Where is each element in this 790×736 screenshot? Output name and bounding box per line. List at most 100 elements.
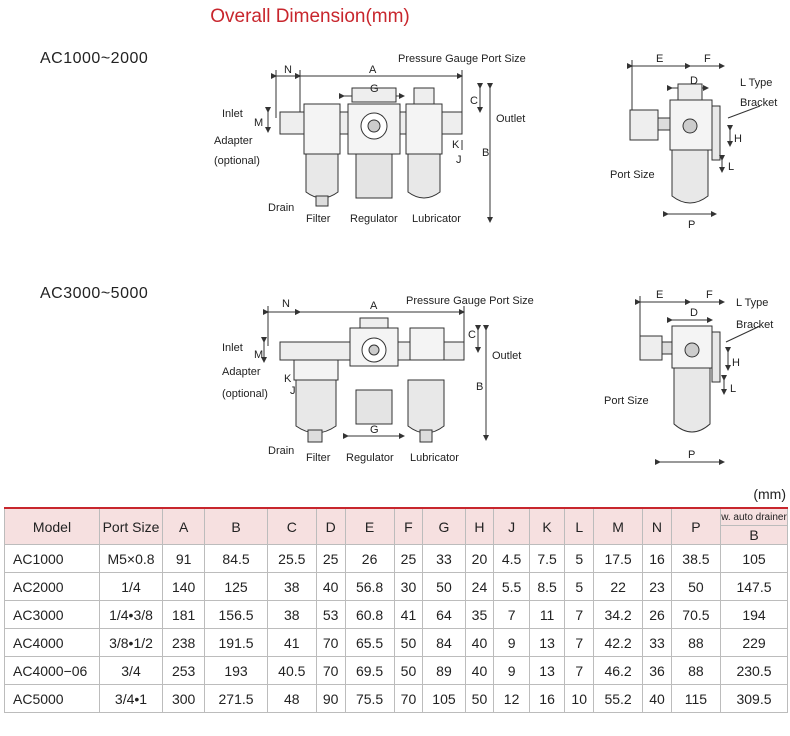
table-cell: 34.2 [593, 600, 644, 629]
table-cell: 48 [266, 684, 317, 713]
table-cell: 193 [204, 656, 268, 685]
col-c: C [266, 507, 317, 545]
dim-e-top: E [656, 53, 663, 65]
table-cell: 90 [315, 684, 346, 713]
dim-m-top: M [254, 117, 263, 129]
table-cell: 46.2 [593, 656, 644, 685]
unit-label: (mm) [753, 486, 786, 502]
table-cell: 40 [642, 684, 672, 713]
table-cell: 50 [670, 572, 722, 601]
dim-c-bottom: C [468, 329, 476, 341]
table-cell: 33 [642, 628, 672, 657]
table-cell: 89 [422, 656, 466, 685]
dim-k-top: K [452, 139, 460, 151]
table-cell: 40 [464, 628, 495, 657]
table-cell: 194 [720, 600, 788, 629]
dim-n-top: N [284, 64, 292, 76]
front-view-bottom [261, 306, 489, 443]
table-cell: 65.5 [344, 628, 395, 657]
outlet-top: Outlet [496, 113, 525, 125]
port-size-top: Port Size [610, 169, 655, 181]
lubricator-top: Lubricator [412, 213, 461, 225]
table-cell: 25.5 [266, 544, 317, 573]
dim-j-bottom: J [290, 385, 296, 397]
dim-m-bottom: M [254, 349, 263, 361]
dim-b-top: B [482, 147, 489, 159]
dim-l-bottom: L [730, 383, 736, 395]
table-cell: 22 [593, 572, 644, 601]
table-cell: 55.2 [593, 684, 644, 713]
table-cell: 105 [422, 684, 466, 713]
table-cell: 3/4 [99, 656, 163, 685]
filter-bottom: Filter [306, 452, 331, 464]
front-view-top [265, 70, 493, 223]
table-cell: 42.2 [593, 628, 644, 657]
table-cell: 25 [393, 544, 424, 573]
outlet-bottom: Outlet [492, 350, 521, 362]
table-cell: 38 [266, 572, 317, 601]
table-cell: 9 [493, 628, 530, 657]
gauge-port-top: Pressure Gauge Port Size [398, 53, 526, 65]
dim-g-bottom: G [370, 424, 379, 436]
table-cell: 271.5 [204, 684, 268, 713]
table-cell: 16 [528, 684, 566, 713]
table-cell: 50 [422, 572, 466, 601]
table-cell: 40 [464, 656, 495, 685]
dim-n-bottom: N [282, 298, 290, 310]
table-cell: 4.5 [493, 544, 530, 573]
model-range-bottom: AC3000~5000 [40, 285, 149, 302]
dim-b-bottom: B [476, 381, 483, 393]
port-size-bottom: Port Size [604, 395, 649, 407]
table-cell: M5×0.8 [99, 544, 163, 573]
col-k: K [528, 507, 566, 545]
table-cell: 60.8 [344, 600, 395, 629]
ltype-bottom: L Type [736, 297, 768, 309]
table-cell: 50 [464, 684, 495, 713]
table-cell: 1/4 [99, 572, 163, 601]
table-cell: 70 [315, 628, 346, 657]
table-cell: 50 [393, 628, 424, 657]
dim-h-top: H [734, 133, 742, 145]
dim-p-top: P [688, 219, 695, 231]
table-cell: 253 [161, 656, 206, 685]
table-cell: 56.8 [344, 572, 395, 601]
inlet-bottom: Inlet [222, 342, 243, 354]
bracket-top: Bracket [740, 97, 777, 109]
table-cell: 5 [564, 572, 595, 601]
col-a: A [161, 507, 206, 545]
dim-a-top: A [369, 64, 377, 76]
col-n: N [642, 507, 672, 545]
col-auto-drainer: w. auto drainer [720, 507, 788, 526]
table-cell: 53 [315, 600, 346, 629]
table-cell: 147.5 [720, 572, 788, 601]
table-cell: 156.5 [204, 600, 268, 629]
table-cell: 38 [266, 600, 317, 629]
table-cell: AC2000 [4, 572, 100, 601]
table-cell: 230.5 [720, 656, 788, 685]
table-cell: 8.5 [528, 572, 566, 601]
col-f: F [393, 507, 424, 545]
table-cell: AC5000 [4, 684, 100, 713]
dim-h-bottom: H [732, 357, 740, 369]
table-cell: 7 [564, 656, 595, 685]
table-cell: AC3000 [4, 600, 100, 629]
table-cell: 33 [422, 544, 466, 573]
drain-top: Drain [268, 202, 294, 214]
dim-d-top: D [690, 75, 698, 87]
inlet-top: Inlet [222, 108, 243, 120]
optional-top: (optional) [214, 155, 260, 167]
regulator-top: Regulator [350, 213, 398, 225]
table-cell: 88 [670, 656, 722, 685]
table-cell: 70 [315, 656, 346, 685]
table-cell: 13 [528, 628, 566, 657]
lubricator-bottom: Lubricator [410, 452, 459, 464]
table-cell: 11 [528, 600, 566, 629]
gauge-port-bottom: Pressure Gauge Port Size [406, 295, 534, 307]
col-b: B [204, 507, 268, 545]
table-cell: 70 [393, 684, 424, 713]
table-cell: 3/4•1 [99, 684, 163, 713]
